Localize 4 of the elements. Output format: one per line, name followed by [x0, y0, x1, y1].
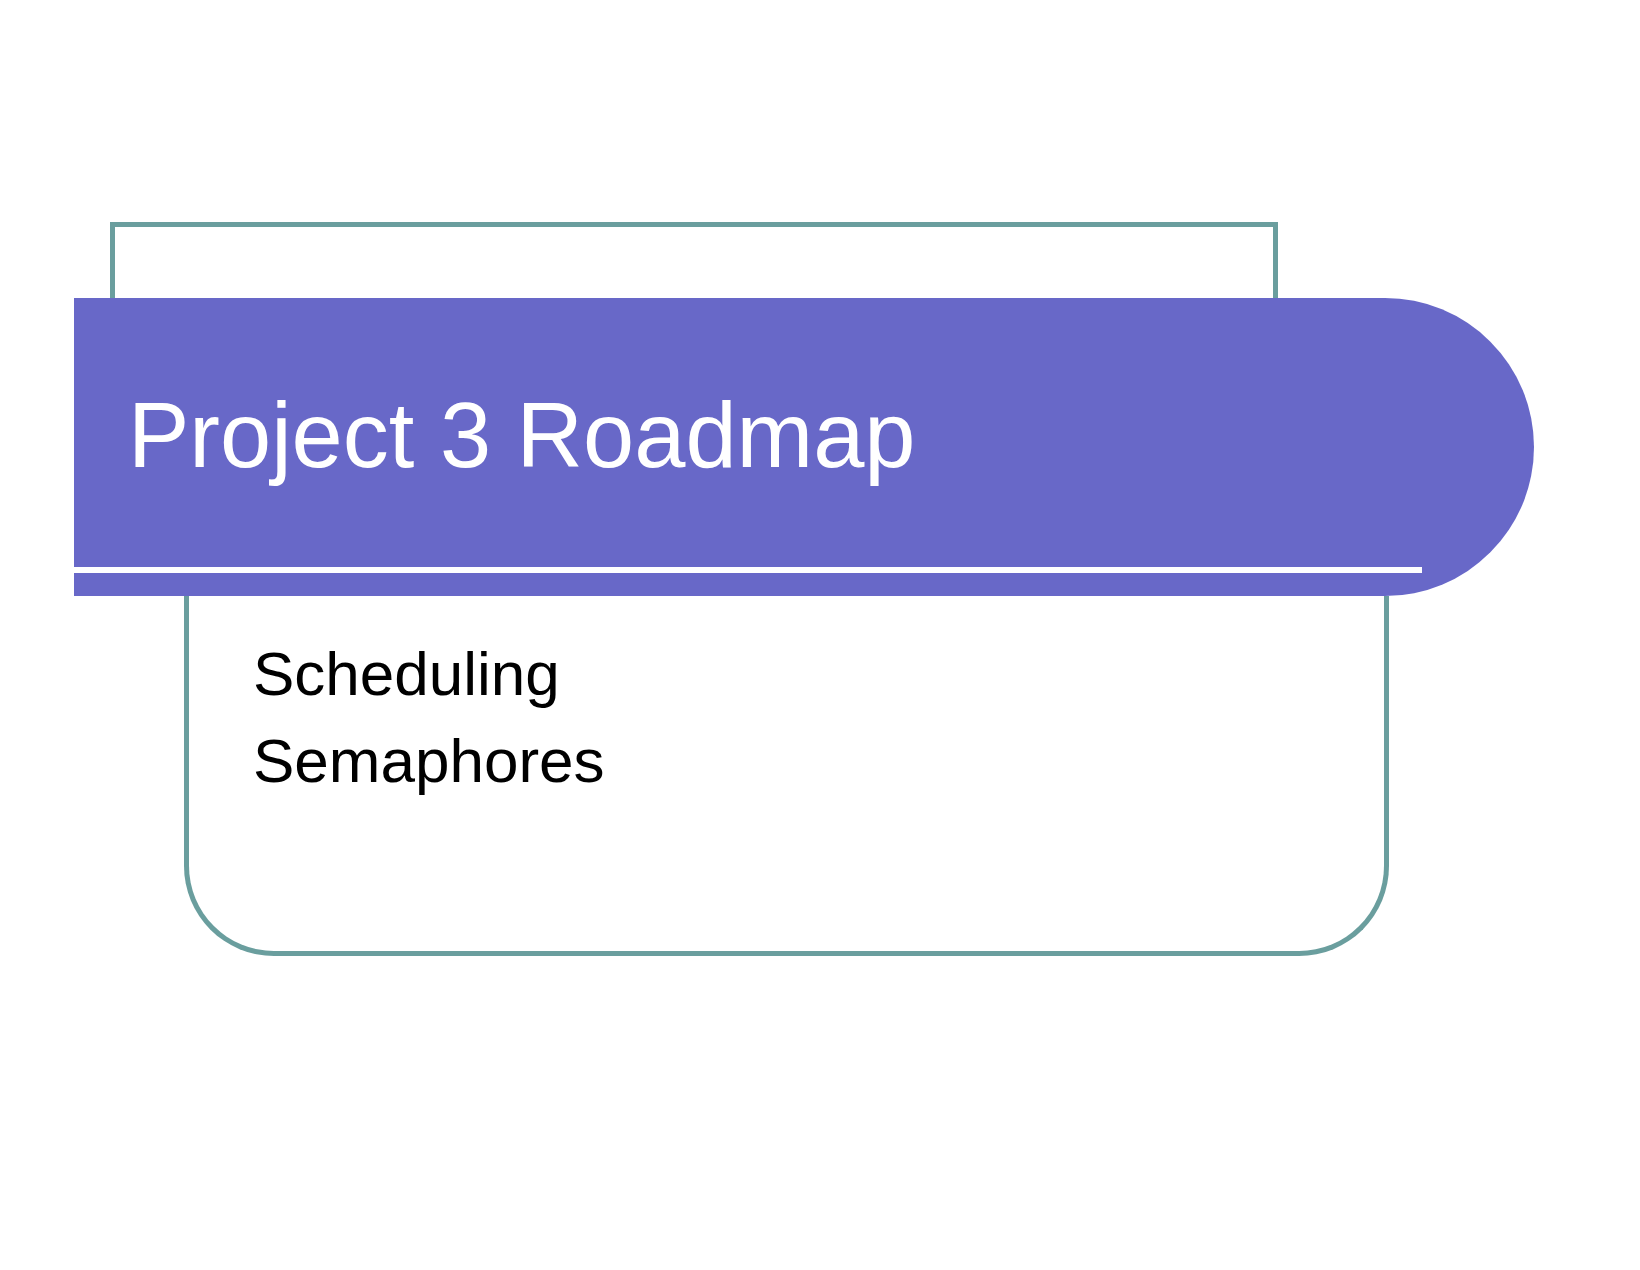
- slide-title: Project 3 Roadmap: [128, 385, 916, 487]
- list-item-text: Scheduling: [253, 640, 560, 709]
- content-box: [184, 596, 1389, 956]
- list-item-text: Semaphores: [253, 727, 605, 796]
